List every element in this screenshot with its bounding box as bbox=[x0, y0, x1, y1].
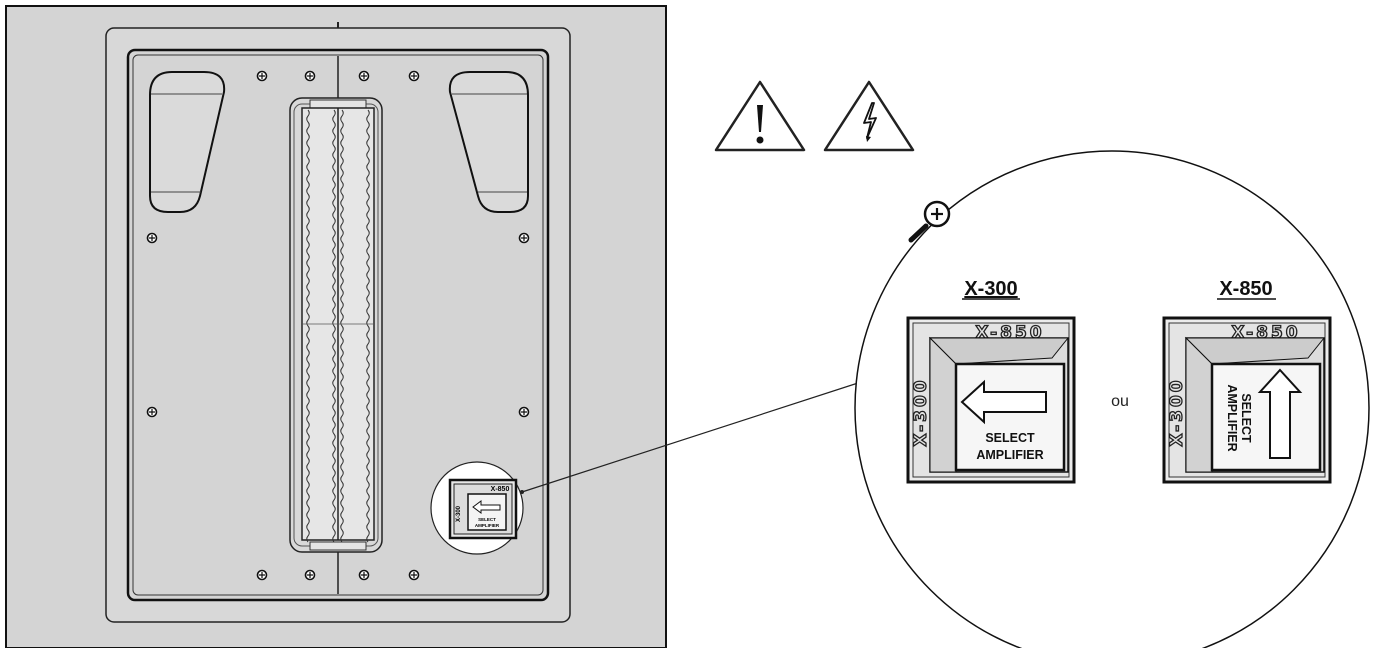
screw-cross bbox=[361, 73, 367, 79]
switch-x300-setting: X-300 X-850 X-300 SELECT AMPLIFIER bbox=[906, 278, 1076, 484]
screw-cross bbox=[411, 73, 417, 79]
small-switch-line1: SELECT bbox=[478, 517, 496, 522]
screw-cross bbox=[149, 235, 155, 241]
screw-cross bbox=[259, 73, 265, 79]
screw-cross bbox=[521, 409, 527, 415]
screw-cross bbox=[259, 572, 265, 578]
right-switch-line2: AMPLIFIER bbox=[1225, 384, 1239, 451]
right-handle bbox=[448, 71, 529, 213]
separator-text: ou bbox=[1111, 393, 1129, 410]
screw-cross bbox=[307, 73, 313, 79]
zoom-in-icon bbox=[908, 200, 951, 243]
screw-cross bbox=[521, 235, 527, 241]
right-side-mark: X-300 bbox=[1167, 377, 1187, 446]
left-handle bbox=[149, 71, 226, 213]
right-switch-line1: SELECT bbox=[1239, 393, 1253, 443]
magnified-callout bbox=[854, 150, 1370, 648]
screw-cross bbox=[361, 572, 367, 578]
screw-cross bbox=[307, 572, 313, 578]
callout-leader-line bbox=[521, 382, 859, 493]
left-switch-line1: SELECT bbox=[985, 431, 1035, 445]
small-top-mark: X-850 bbox=[491, 486, 510, 493]
switch-x850-setting: X-850 X-850 X-300 SELECT AMPLIFIER bbox=[1162, 278, 1332, 484]
screw-cross bbox=[411, 572, 417, 578]
warning-exclamation-icon bbox=[714, 80, 806, 152]
model-label-x850: X-850 bbox=[1219, 278, 1272, 300]
center-vent bbox=[289, 97, 383, 553]
electric-shock-warning-icon bbox=[823, 80, 915, 152]
model-label-x300: X-300 bbox=[964, 278, 1017, 300]
left-switch-line2: AMPLIFIER bbox=[976, 448, 1043, 462]
small-side-mark: X-300 bbox=[456, 505, 462, 522]
panel-screws bbox=[146, 70, 530, 581]
left-side-mark: X-300 bbox=[911, 377, 931, 446]
screw-cross bbox=[149, 409, 155, 415]
small-switch-line2: AMPLIFIER bbox=[475, 523, 500, 528]
small-switch-detail: X-850 X-300 SELECT AMPLIFIER bbox=[430, 461, 524, 555]
